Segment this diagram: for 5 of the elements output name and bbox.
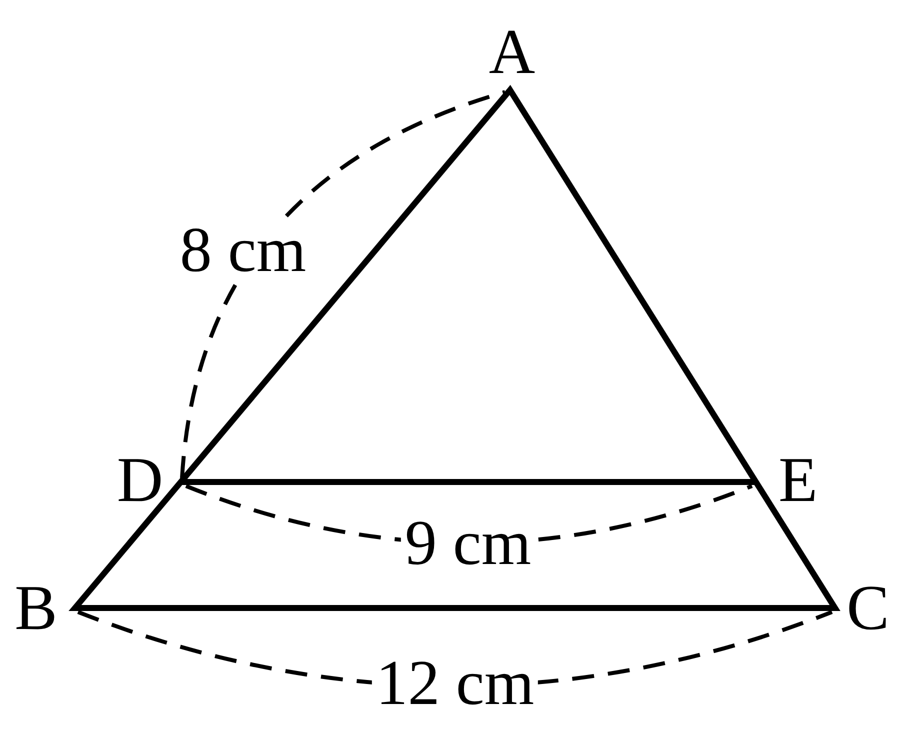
point-label: D — [116, 448, 164, 512]
point-label: B — [14, 576, 58, 640]
point-label: C — [846, 576, 890, 640]
point-label: A — [488, 20, 536, 84]
point-label: E — [778, 448, 818, 512]
